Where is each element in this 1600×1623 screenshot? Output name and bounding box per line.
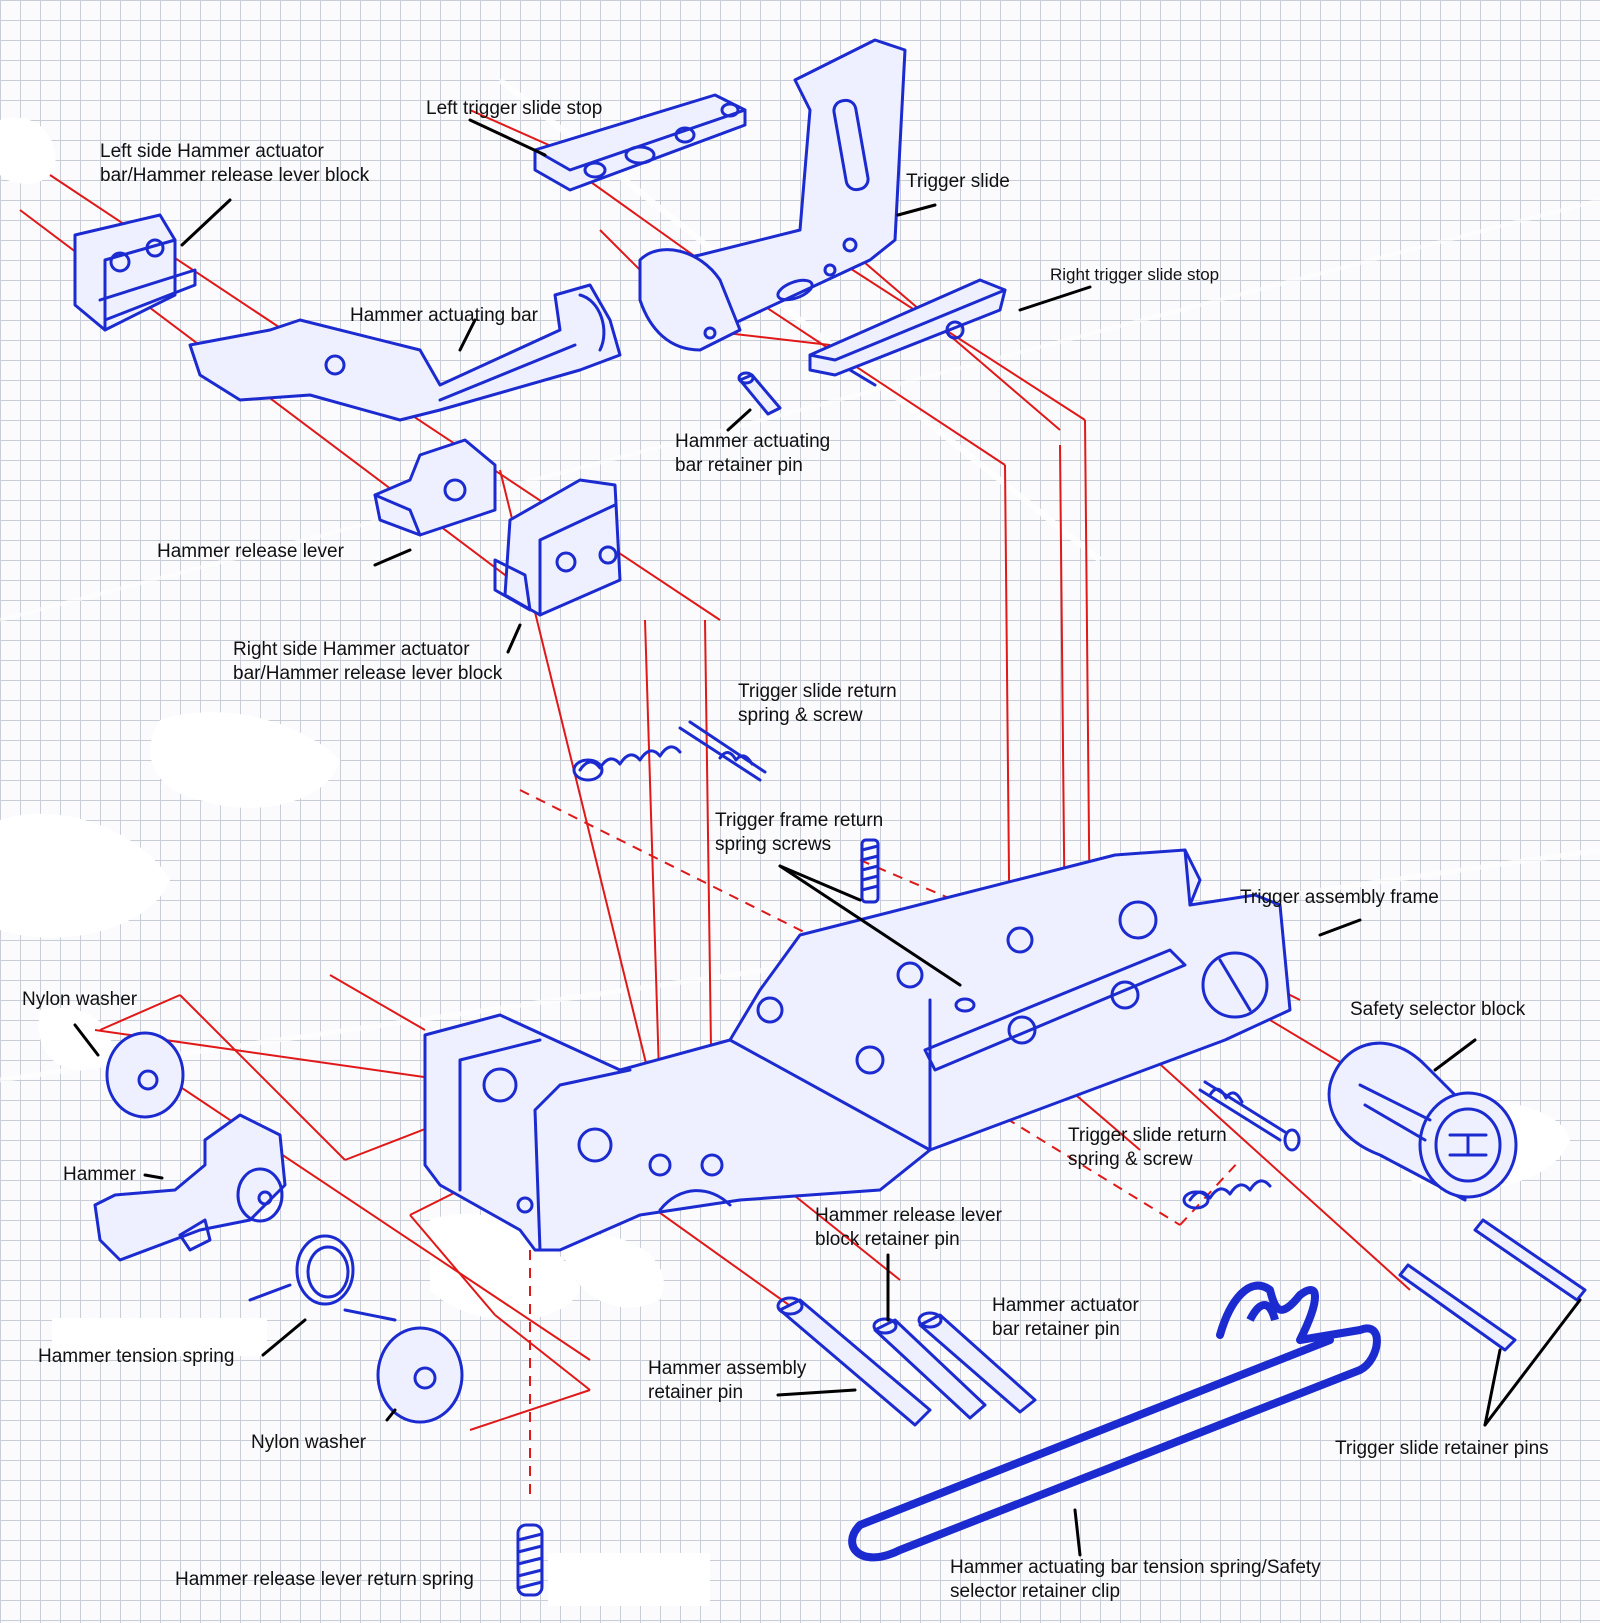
- hammer-actuating-bar-retainer-pin-part: [737, 371, 782, 416]
- label-hammer-release-lever: Hammer release lever: [157, 541, 344, 562]
- label-line: block retainer pin: [815, 1229, 960, 1250]
- hammer-assembly-retainer-pin-part: [776, 1296, 932, 1427]
- label-trigger-assembly-frame: Trigger assembly frame: [1240, 887, 1439, 908]
- trigger-slide-retainer-pins-part: [1398, 1218, 1587, 1352]
- hammer-release-lever-return-spring-part: [516, 1523, 544, 1597]
- nylon-washer-top-part: [105, 1031, 185, 1119]
- label-nylon-washer-bottom: Nylon washer: [251, 1432, 367, 1453]
- label-hammer-release-lever-return-spring: Hammer release lever return spring: [175, 1569, 474, 1590]
- label-right-side-block: Right side Hammer actuator bar/Hammer re…: [233, 638, 502, 686]
- label-left-trigger-slide-stop: Left trigger slide stop: [426, 98, 603, 119]
- label-line: spring & screw: [738, 705, 863, 726]
- hammer-release-lever-block-retainer-pin-part: [872, 1317, 987, 1420]
- right-side-block-part: [493, 478, 622, 617]
- label-trigger-slide-return-spring-right: Trigger slide return spring & screw: [1068, 1124, 1227, 1172]
- right-trigger-slide-stop-part: [808, 278, 1007, 387]
- label-hammer-actuating-bar-retainer-pin: Hammer actuating bar retainer pin: [675, 430, 830, 478]
- label-line: Hammer release lever: [815, 1205, 1002, 1226]
- label-hammer: Hammer: [63, 1164, 136, 1185]
- leader-lines: [73, 118, 1582, 1557]
- label-left-side-block: Left side Hammer actuator bar/Hammer rel…: [100, 140, 369, 188]
- label-hammer-actuator-bar-retainer-pin: Hammer actuator bar retainer pin: [992, 1294, 1139, 1342]
- label-line: Hammer actuator: [992, 1295, 1139, 1316]
- label-line: retainer pin: [648, 1382, 744, 1403]
- label-line: bar/Hammer release lever block: [100, 165, 370, 186]
- label-line: bar retainer pin: [992, 1319, 1120, 1340]
- label-line: Hammer actuating: [675, 431, 831, 452]
- label-line: Trigger frame return: [715, 810, 884, 831]
- trigger-slide-part: [638, 38, 907, 352]
- label-line: Hammer actuating bar tension spring/Safe…: [950, 1557, 1321, 1578]
- trigger-slide-return-spring-top-part: [572, 720, 767, 782]
- trigger-assembly-frame-part: [423, 848, 1292, 1252]
- label-hammer-release-lever-block-retainer-pin: Hammer release lever block retainer pin: [815, 1204, 1002, 1252]
- label-nylon-washer-top: Nylon washer: [22, 989, 138, 1010]
- tension-spring-clip-part: [848, 1281, 1381, 1562]
- label-line: bar/Hammer release lever block: [233, 663, 503, 684]
- hammer-part: [93, 1113, 287, 1262]
- safety-selector-block-part: [1327, 1041, 1518, 1202]
- hammer-actuating-bar-part: [188, 283, 622, 422]
- left-side-block-part: [73, 213, 197, 332]
- label-line: bar retainer pin: [675, 455, 803, 476]
- hammer-tension-spring-part: [248, 1234, 397, 1322]
- hammer-actuator-bar-retainer-pin-part: [917, 1311, 1037, 1414]
- label-hammer-assembly-retainer-pin: Hammer assembly retainer pin: [648, 1357, 806, 1405]
- label-hammer-tension-spring: Hammer tension spring: [38, 1346, 235, 1367]
- left-trigger-slide-stop-part: [533, 93, 747, 192]
- nylon-washer-bottom-part: [376, 1326, 464, 1424]
- label-safety-selector-block: Safety selector block: [1350, 999, 1526, 1020]
- label-hammer-actuating-bar: Hammer actuating bar: [350, 305, 538, 326]
- label-right-trigger-slide-stop: Right trigger slide stop: [1050, 265, 1220, 284]
- trigger-slide-return-spring-right-part: [1182, 1080, 1301, 1210]
- label-line: Hammer assembly: [648, 1358, 807, 1379]
- label-trigger-slide-return-spring-top: Trigger slide return spring & screw: [738, 680, 897, 728]
- label-line: Trigger slide return: [738, 681, 897, 702]
- label-tension-spring-clip: Hammer actuating bar tension spring/Safe…: [950, 1556, 1321, 1604]
- label-line: Right side Hammer actuator: [233, 639, 470, 660]
- label-line: spring screws: [715, 834, 832, 855]
- label-line: Left side Hammer actuator: [100, 141, 324, 162]
- label-trigger-slide-retainer-pins: Trigger slide retainer pins: [1335, 1438, 1549, 1459]
- label-trigger-frame-return-spring-screws: Trigger frame return spring screws: [715, 809, 883, 857]
- hammer-release-lever-part: [373, 438, 497, 537]
- label-trigger-slide: Trigger slide: [906, 171, 1010, 192]
- label-line: Trigger slide return: [1068, 1125, 1227, 1146]
- label-line: spring & screw: [1068, 1149, 1193, 1170]
- label-line: selector retainer clip: [950, 1581, 1121, 1602]
